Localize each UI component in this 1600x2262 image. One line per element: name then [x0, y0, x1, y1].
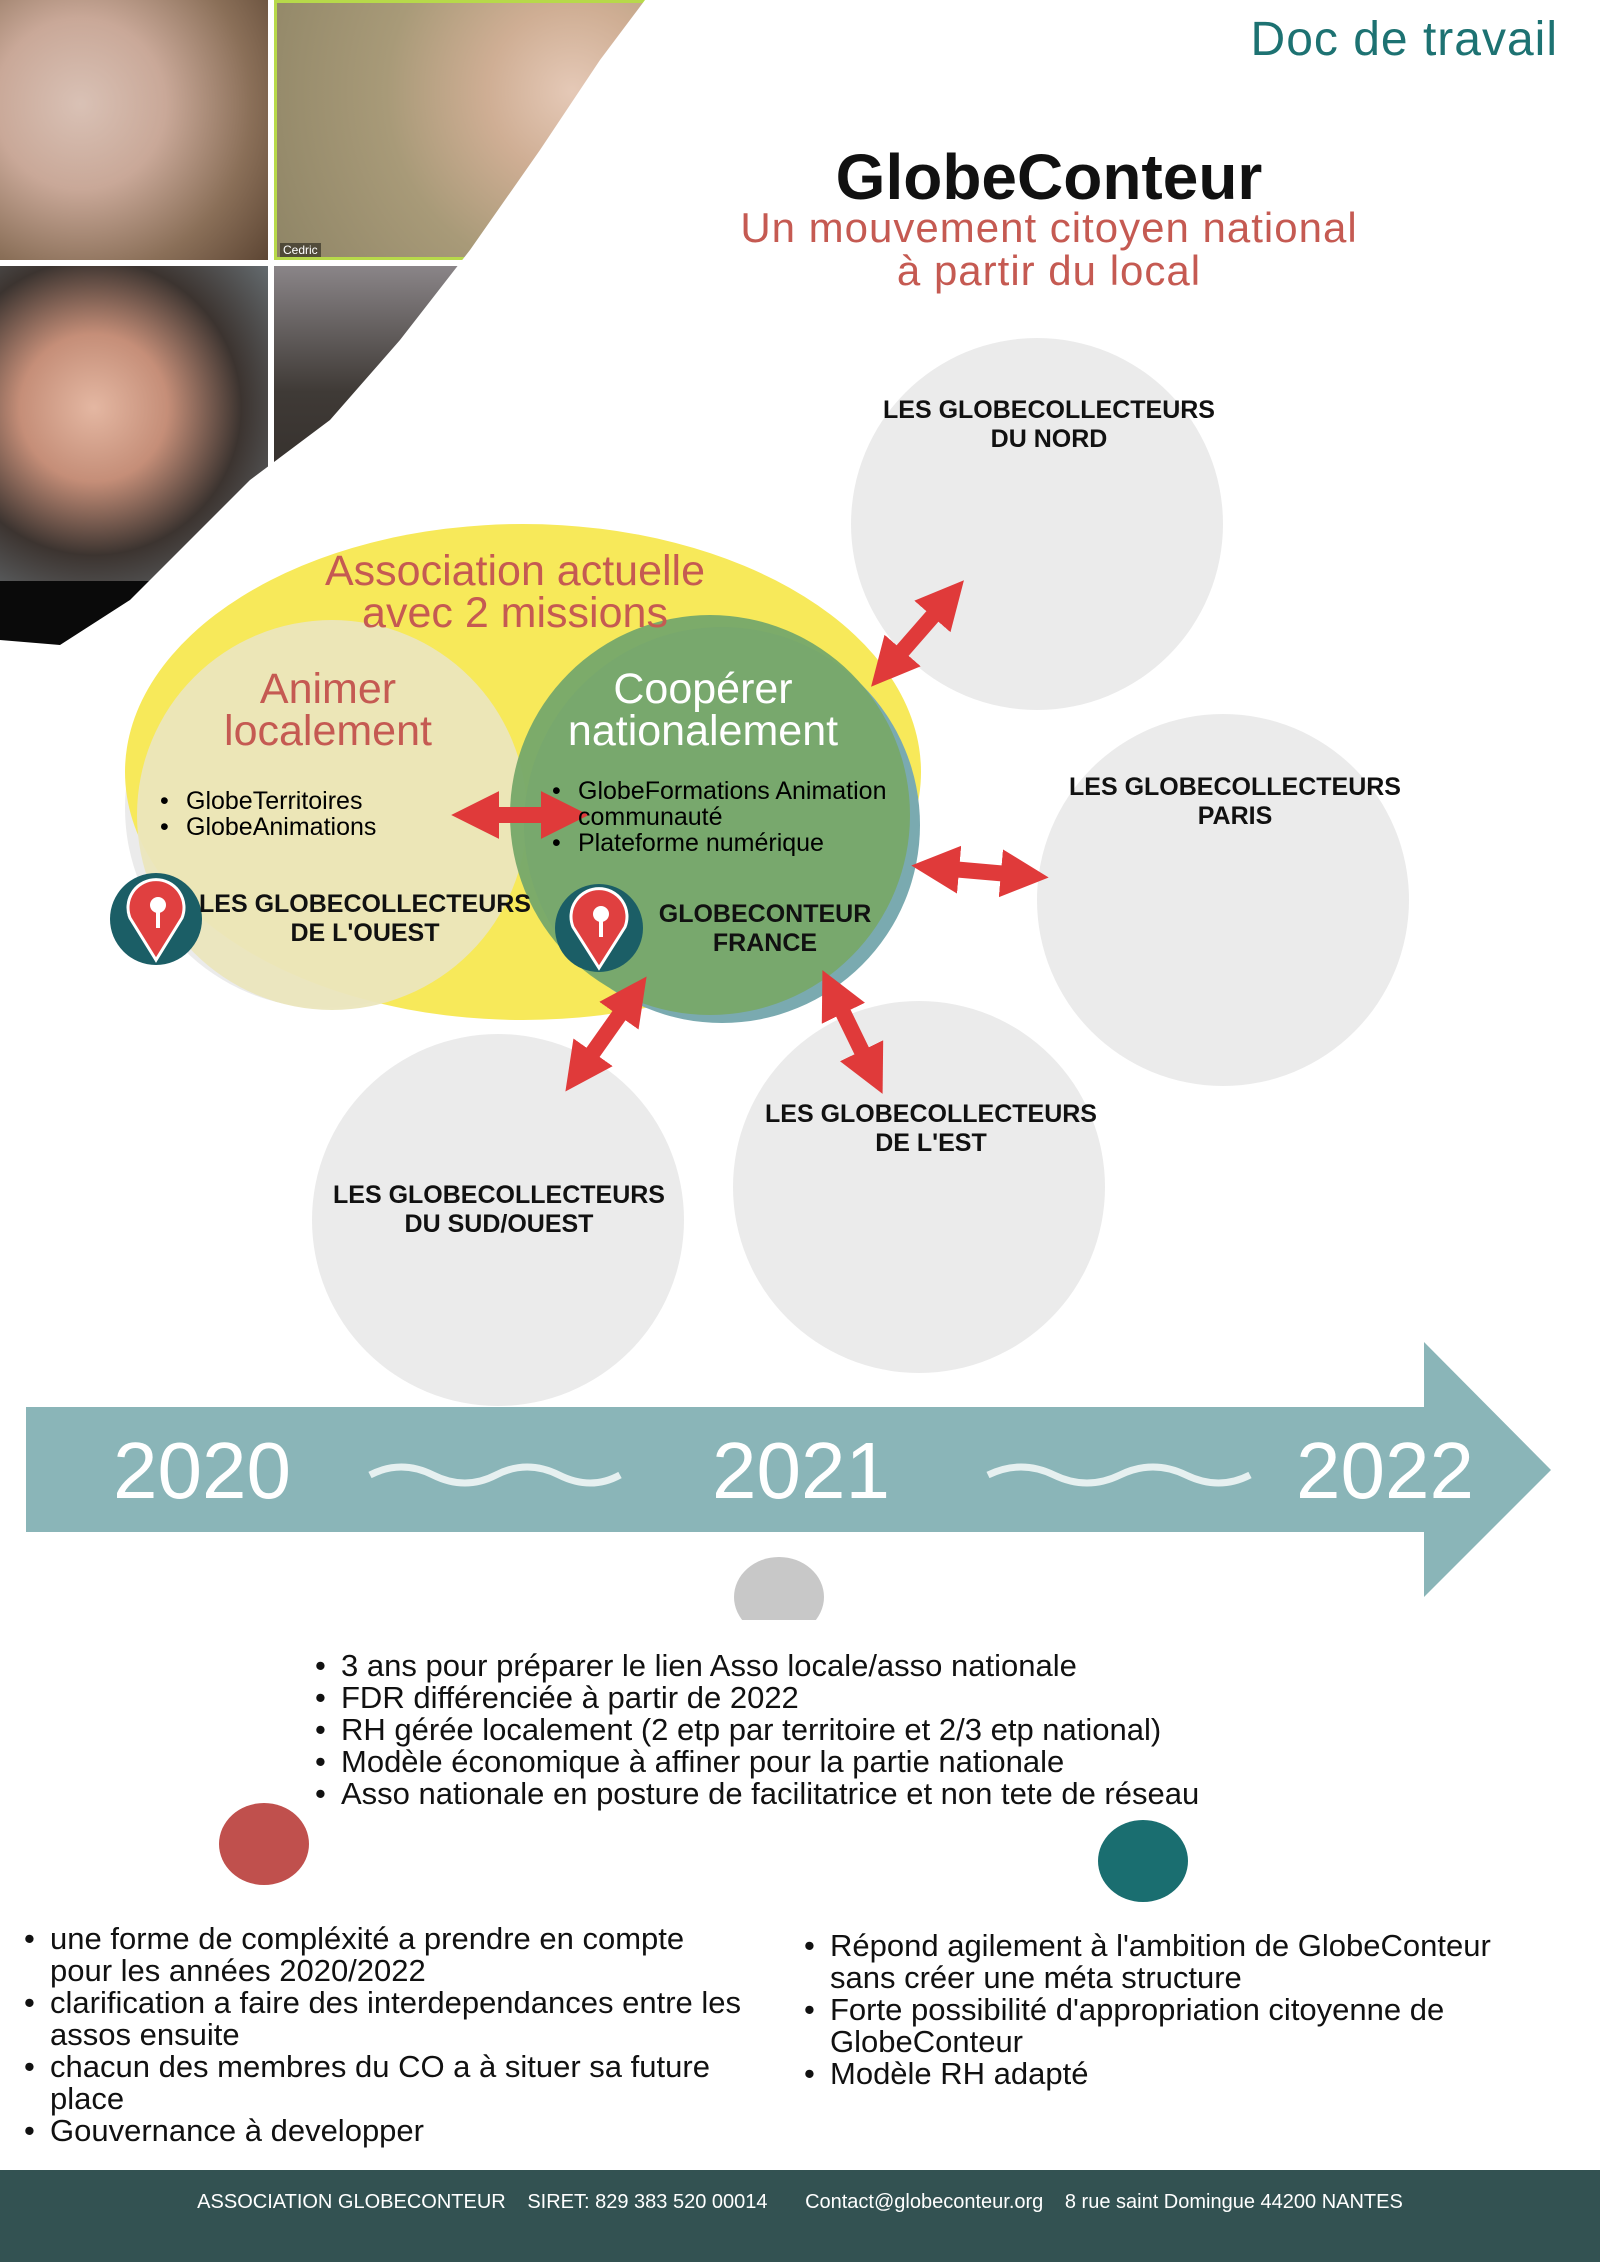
logo-ouest-icon: [110, 873, 202, 965]
local-title-line: localement: [224, 707, 432, 755]
footer-org: ASSOCIATION GLOBECONTEUR: [197, 2191, 506, 2213]
footer-address: 8 rue saint Domingue 44200 NANTES: [1064, 2191, 1403, 2213]
local-list: GlobeTerritoires GlobeAnimations: [160, 788, 376, 840]
logo-france-icon: [555, 884, 643, 972]
page-title: GlobeConteur: [835, 141, 1263, 213]
association-line: avec 2 missions: [362, 589, 668, 637]
center-points: 3 ans pour préparer le lien Asso locale/…: [315, 1650, 1415, 1811]
node-circle-est: [733, 1001, 1105, 1373]
list-item: GlobeAnimations: [160, 814, 376, 840]
national-title-line: nationalement: [567, 707, 839, 755]
local-title: Animer localement: [78, 665, 578, 755]
list-item: Gouvernance à developper: [24, 2115, 744, 2148]
footer-email[interactable]: Contact@globeconteur.org: [805, 2191, 1044, 2213]
participant-tile: [0, 0, 268, 260]
national-title-line: Coopérer: [613, 665, 793, 713]
gray-dot: [734, 1557, 824, 1620]
year-2022: 2022: [1296, 1426, 1474, 1515]
doc-label: Doc de travail: [1250, 13, 1558, 66]
arrow-est: [821, 970, 884, 1094]
node-circle-paris: [1037, 714, 1409, 1086]
arrow-nord: [871, 580, 964, 687]
list-item: Répond agilement à l'ambition de GlobeCo…: [804, 1930, 1564, 1994]
national-list: GlobeFormations Animation communauté Pla…: [552, 778, 892, 856]
timeline-arrow: [26, 1342, 1551, 1597]
list-item: Modèle économique à affiner pour la part…: [315, 1746, 1415, 1779]
cons-dot: [219, 1803, 309, 1885]
arrow-sudouest: [565, 976, 647, 1092]
list-item: une forme de compléxité a prendre en com…: [24, 1923, 744, 1987]
list-item: chacun des membres du CO a à situer sa f…: [24, 2051, 744, 2115]
list-item: FDR différenciée à partir de 2022: [315, 1682, 1415, 1715]
local-title-line: Animer: [259, 665, 397, 713]
list-item: Modèle RH adapté: [804, 2058, 1564, 2091]
list-item: Asso nationale en posture de facilitatri…: [315, 1778, 1415, 1811]
wave-icon: [986, 1463, 1252, 1487]
list-item: 3 ans pour préparer le lien Asso locale/…: [315, 1650, 1415, 1683]
year-2021: 2021: [712, 1426, 890, 1515]
participant-name: Cedric: [280, 243, 321, 257]
footer-siret: SIRET: 829 383 520 00014: [527, 2191, 768, 2213]
pros-dot: [1098, 1820, 1188, 1902]
footer: ASSOCIATION GLOBECONTEUR SIRET: 829 383 …: [0, 2170, 1600, 2262]
list-item: Forte possibilité d'appropriation citoye…: [804, 1994, 1564, 2058]
cons-points: une forme de compléxité a prendre en com…: [24, 1923, 744, 2148]
wave-icon: [368, 1463, 622, 1487]
list-item: RH gérée localement (2 etp par territoir…: [315, 1714, 1415, 1747]
arrow-paris: [911, 845, 1049, 898]
pros-points: Répond agilement à l'ambition de GlobeCo…: [804, 1930, 1564, 2091]
association-line: Association actuelle: [324, 547, 706, 595]
subtitle-line: à partir du local: [896, 247, 1202, 294]
list-item: Plateforme numérique: [552, 830, 892, 856]
subtitle-line: Un mouvement citoyen national: [740, 204, 1358, 251]
node-circle-sudouest: [312, 1034, 684, 1406]
list-item: clarification a faire des interdependanc…: [24, 1987, 744, 2051]
subtitle: Un mouvement citoyen national à partir d…: [0, 206, 1600, 292]
list-item: GlobeTerritoires: [160, 788, 376, 814]
association-title: Association actuelle avec 2 missions: [265, 547, 765, 637]
list-item: GlobeFormations Animation communauté: [552, 778, 892, 830]
national-title: Coopérer nationalement: [453, 665, 953, 755]
year-2020: 2020: [113, 1426, 291, 1515]
